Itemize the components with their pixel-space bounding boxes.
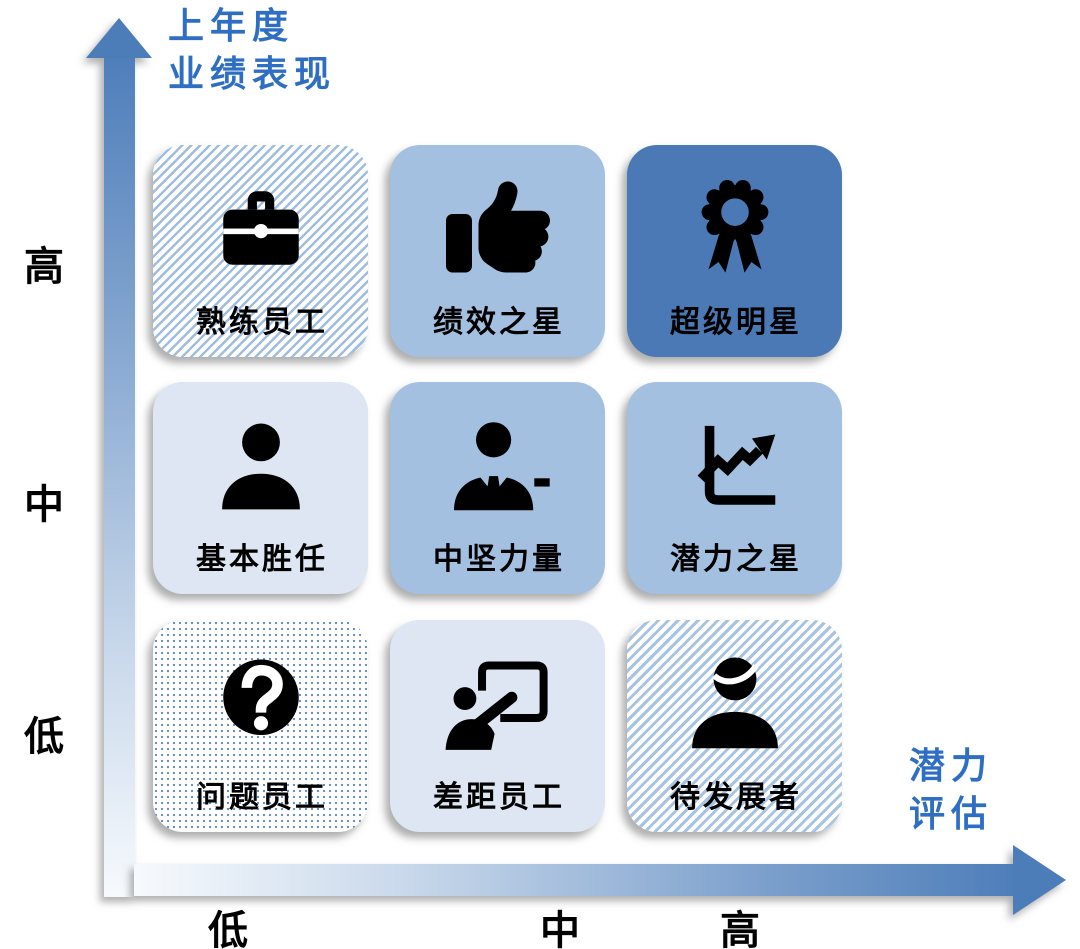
award-ribbon-icon xyxy=(627,159,842,294)
y-axis-arrowhead-icon xyxy=(86,18,152,58)
cell-label: 基本胜任 xyxy=(196,543,328,576)
grid-cell-problem-employee: 问题员工 xyxy=(153,620,368,832)
y-tick-medium: 中 xyxy=(24,482,64,527)
person-tie-icon xyxy=(390,396,605,531)
cell-label: 问题员工 xyxy=(196,781,328,814)
grid-cell-core-force: 中坚力量 xyxy=(390,382,605,594)
x-axis-title-line2: 评估 xyxy=(908,794,993,834)
thumbs-up-icon xyxy=(390,159,605,294)
y-tick-high: 高 xyxy=(24,244,64,289)
x-tick-medium: 中 xyxy=(540,908,580,949)
presenter-icon xyxy=(390,634,605,769)
y-axis-title-line2: 业绩表现 xyxy=(168,54,337,94)
x-axis-arrowhead-icon xyxy=(1013,845,1066,915)
x-tick-low: 低 xyxy=(208,908,248,949)
cell-label: 潜力之星 xyxy=(670,543,802,576)
grid-cell-super-star: 超级明星 xyxy=(627,145,842,357)
grid-cell-skilled-employee: 熟练员工 xyxy=(153,145,368,357)
y-axis-title-line1: 上年度 xyxy=(168,6,295,46)
cell-label: 差距员工 xyxy=(433,781,565,814)
person-icon xyxy=(153,396,368,531)
grid-cell-to-be-developed: 待发展者 xyxy=(627,620,842,832)
x-axis-title-line1: 潜力 xyxy=(908,746,993,786)
grid-cell-basically-competent: 基本胜任 xyxy=(153,382,368,594)
cell-label: 中坚力量 xyxy=(433,543,565,576)
grid-cell-gap-employee: 差距员工 xyxy=(390,620,605,832)
cell-label: 绩效之星 xyxy=(433,306,565,339)
y-tick-low: 低 xyxy=(24,714,64,759)
grid-cell-performance-star: 绩效之星 xyxy=(390,145,605,357)
person-headband-icon xyxy=(627,634,842,769)
x-axis-bar xyxy=(134,864,1014,896)
x-axis-title: 潜力 评估 xyxy=(886,742,1016,838)
cell-label: 熟练员工 xyxy=(196,306,328,339)
y-axis-bar xyxy=(104,54,135,897)
cell-label: 超级明星 xyxy=(670,306,802,339)
trend-chart-icon xyxy=(627,396,842,531)
briefcase-icon xyxy=(153,159,368,294)
y-axis-title: 上年度 业绩表现 xyxy=(168,2,336,98)
cell-label: 待发展者 xyxy=(670,781,802,814)
question-circle-icon xyxy=(153,634,368,769)
x-tick-high: 高 xyxy=(720,908,760,949)
grid-cell-potential-star: 潜力之星 xyxy=(627,382,842,594)
